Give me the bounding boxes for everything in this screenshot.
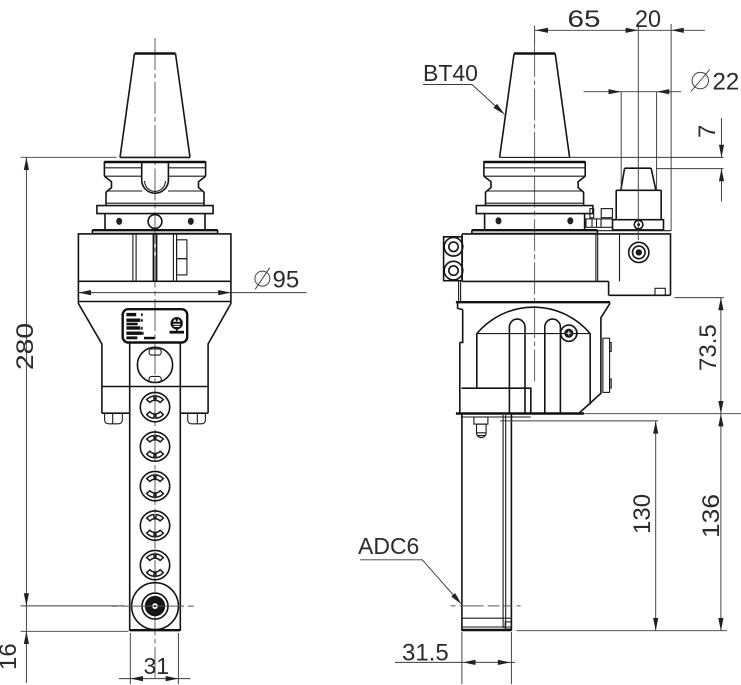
svg-text:130: 130 (629, 494, 656, 534)
svg-text:95: 95 (273, 266, 300, 293)
svg-text:22: 22 (713, 69, 740, 96)
svg-text:20: 20 (635, 6, 661, 33)
svg-text:73.5: 73.5 (695, 324, 722, 371)
svg-text:31: 31 (144, 653, 170, 679)
svg-text:7: 7 (694, 125, 721, 138)
svg-text:16: 16 (0, 643, 22, 670)
svg-text:280: 280 (12, 323, 39, 370)
svg-text:136: 136 (698, 494, 725, 538)
svg-text:65: 65 (568, 6, 601, 33)
svg-text:ADC6: ADC6 (358, 533, 419, 559)
svg-text:BT40: BT40 (423, 60, 478, 86)
svg-text:31.5: 31.5 (402, 640, 449, 667)
